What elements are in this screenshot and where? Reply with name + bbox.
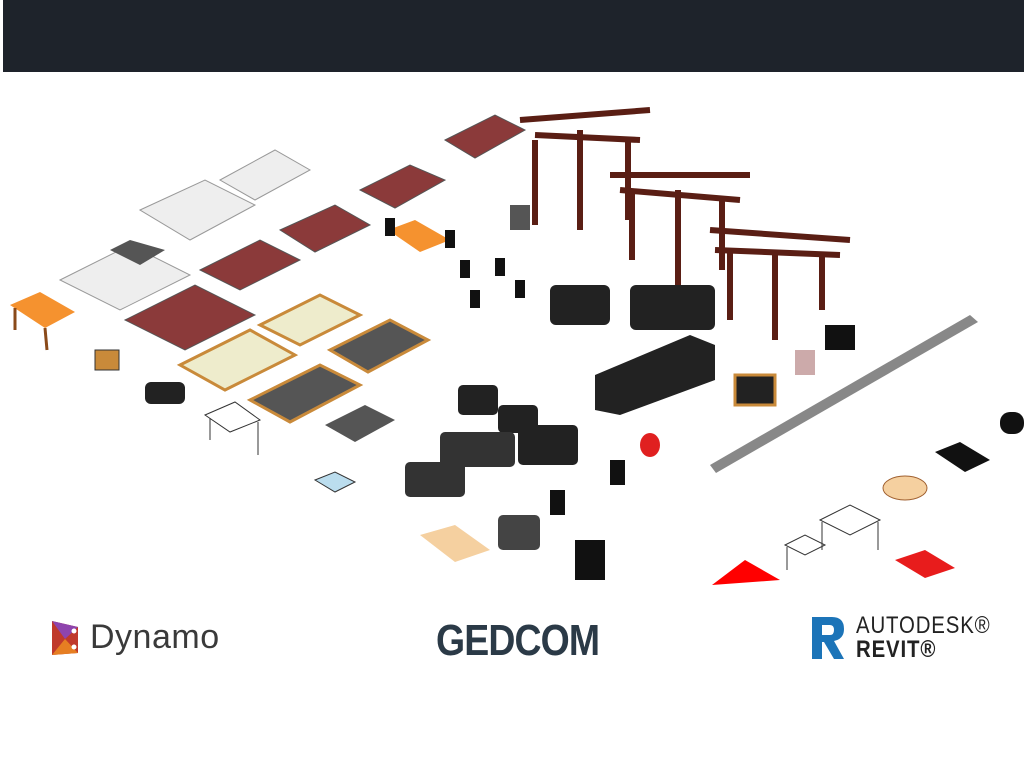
dynamo-logo: Dynamo <box>52 618 220 657</box>
chairs <box>385 205 1024 580</box>
tables <box>10 220 990 585</box>
beds <box>58 114 527 424</box>
wire-tables <box>94 349 882 570</box>
header-bar <box>3 0 1024 72</box>
autodesk-revit-logo: AUTODESK® REVIT® <box>810 614 1014 662</box>
gedcom-wordmark: GEDCOM <box>436 616 600 665</box>
revit-wordmark: REVIT® <box>856 636 937 663</box>
pergolas <box>519 107 851 340</box>
revit-icon <box>812 617 844 659</box>
furniture-collection-illustration <box>10 107 1024 585</box>
dynamo-wordmark: Dynamo <box>90 618 220 656</box>
gedcom-logo: GEDCOM <box>436 616 600 666</box>
autodesk-wordmark: AUTODESK® <box>856 612 991 639</box>
dynamo-icon <box>52 620 78 655</box>
lighting-rail <box>710 315 978 473</box>
sofas <box>145 285 715 550</box>
